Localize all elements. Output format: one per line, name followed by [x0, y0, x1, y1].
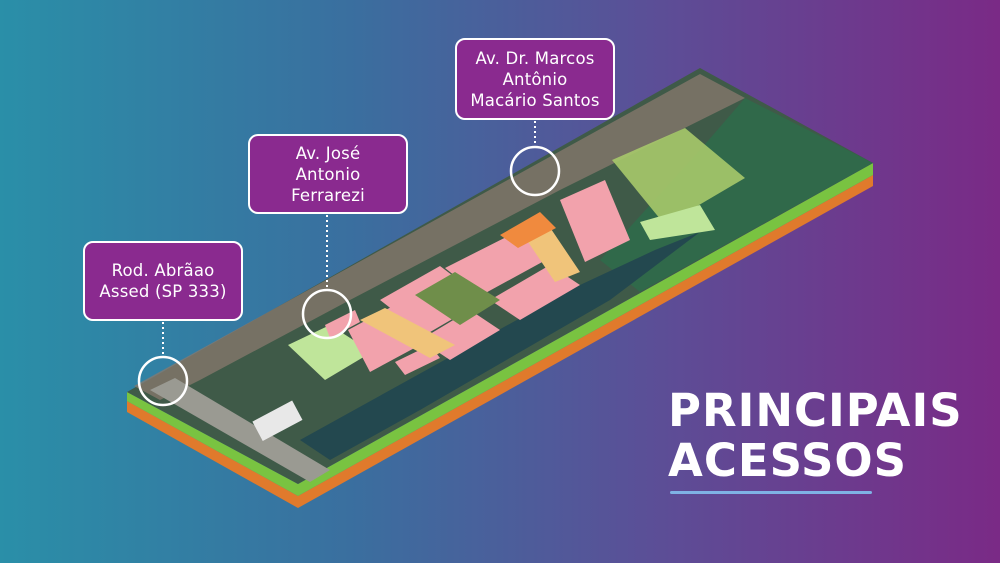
title-line-1: PRINCIPAIS: [668, 384, 963, 437]
callout-line: Antônio: [502, 69, 568, 89]
highway: [150, 378, 330, 482]
callout-rod-abraao-assed: Rod. Abrãao Assed (SP 333): [83, 241, 243, 321]
callout-line: Macário Santos: [470, 90, 600, 110]
access-marker-1: [137, 355, 189, 407]
green-area-west: [288, 325, 372, 380]
callout-line: Assed (SP 333): [99, 282, 227, 301]
callout-line: Ferrarezi: [291, 185, 365, 205]
access-marker-3: [509, 145, 561, 197]
title-underline: [670, 491, 872, 494]
lots-pink-5: [445, 230, 555, 296]
lots-orange-1: [500, 212, 556, 248]
lake: [300, 232, 700, 460]
callout-av-dr-marcos-antonio: Av. Dr. Marcos Antônio Macário Santos: [455, 38, 615, 120]
lots-yellow-1: [360, 308, 455, 358]
signage-block: [252, 400, 303, 442]
green-area-small: [640, 205, 715, 240]
callout-line: Av. José: [295, 143, 361, 163]
callout-line: Av. Dr. Marcos: [475, 48, 595, 68]
access-marker-2: [301, 288, 353, 340]
callout-av-jose-antonio-ferrarezi: Av. José Antonio Ferrarezi: [248, 134, 408, 214]
urban-area: [134, 74, 745, 400]
park: [415, 272, 500, 325]
forest-east: [600, 98, 873, 292]
callout-line: Antonio: [295, 164, 361, 184]
title-line-2: ACESSOS: [668, 434, 908, 487]
page-title: PRINCIPAIS ACESSOS: [668, 386, 963, 486]
callout-line: Rod. Abrãao: [111, 261, 215, 280]
lots-pink-7: [560, 180, 630, 262]
green-area-large: [612, 128, 745, 225]
